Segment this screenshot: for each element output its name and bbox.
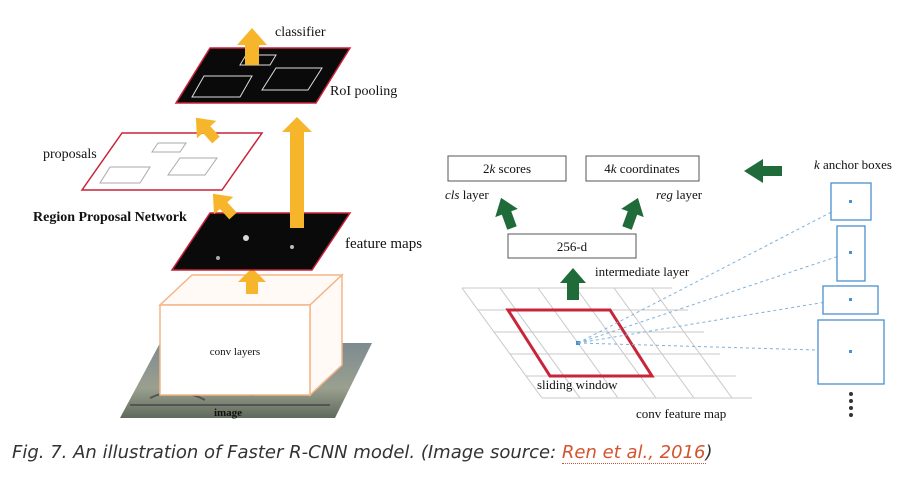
arrow-features-to-roi bbox=[282, 117, 312, 228]
intermediate-layer-label: intermediate layer bbox=[595, 264, 690, 279]
feature-blob bbox=[243, 235, 249, 241]
faster-rcnn-diagram: image conv layers feature maps Region Pr… bbox=[33, 25, 892, 421]
roi-box bbox=[261, 67, 323, 91]
anchor-dot bbox=[849, 298, 852, 301]
anchor-boxes-label: k anchor boxes bbox=[814, 157, 892, 172]
feature-maps-label: feature maps bbox=[345, 236, 422, 252]
proposals-plane bbox=[80, 132, 264, 191]
source-link[interactable]: Ren et al., 2016 bbox=[561, 442, 706, 464]
roi-pooling-plane bbox=[174, 47, 352, 104]
coordinates-box bbox=[585, 155, 700, 182]
caption-text: Fig. 7. An illustration of Faster R-CNN … bbox=[12, 442, 562, 463]
scores-label: 2k scores bbox=[483, 161, 531, 176]
proposal-box bbox=[167, 157, 218, 176]
roi-pooling-label: RoI pooling bbox=[330, 84, 397, 99]
feature-blob bbox=[216, 256, 220, 260]
proposal-box bbox=[151, 142, 187, 153]
proposal-box bbox=[99, 166, 151, 184]
arrow-proposals-to-roi bbox=[195, 117, 220, 144]
arrow-to-cls bbox=[495, 197, 518, 230]
conv-layers-label: conv layers bbox=[210, 346, 260, 358]
anchor-dot bbox=[849, 251, 852, 254]
more-anchors-ellipsis bbox=[849, 392, 853, 417]
roi-box bbox=[191, 75, 253, 98]
arrow-to-reg bbox=[621, 197, 644, 230]
reg-layer-label: reg layer bbox=[656, 187, 703, 202]
arrow-window-to-intermediate bbox=[560, 268, 586, 300]
sliding-window bbox=[505, 308, 655, 378]
image-label: image bbox=[214, 407, 242, 419]
arrow-anchors-to-reg bbox=[744, 159, 782, 183]
cls-layer-label: cls layer bbox=[445, 187, 489, 202]
sliding-window-label: sliding window bbox=[537, 377, 618, 392]
arrow-roi-to-classifier bbox=[237, 28, 267, 65]
roi-box bbox=[239, 54, 277, 66]
figure-caption: Fig. 7. An illustration of Faster R-CNN … bbox=[12, 442, 713, 464]
proposals-label: proposals bbox=[43, 147, 97, 162]
anchor-projection-lines bbox=[577, 201, 852, 352]
anchor-dot bbox=[849, 200, 852, 203]
feature-maps-plane bbox=[170, 212, 352, 271]
rpn-label: Region Proposal Network bbox=[33, 210, 187, 225]
caption-close: ) bbox=[705, 442, 713, 463]
intermediate-box bbox=[507, 233, 637, 259]
arrow-features-to-proposals bbox=[212, 193, 237, 220]
arrow-conv-to-features bbox=[238, 268, 266, 294]
scores-box bbox=[447, 155, 567, 182]
conv-feature-map-label: conv feature map bbox=[636, 406, 726, 421]
anchor-dot bbox=[849, 350, 852, 353]
dim-label: 256-d bbox=[557, 239, 588, 254]
conv-box-front bbox=[159, 304, 311, 396]
coordinates-label: 4k coordinates bbox=[604, 161, 679, 176]
classifier-label: classifier bbox=[275, 25, 326, 40]
feature-blob bbox=[290, 245, 294, 249]
